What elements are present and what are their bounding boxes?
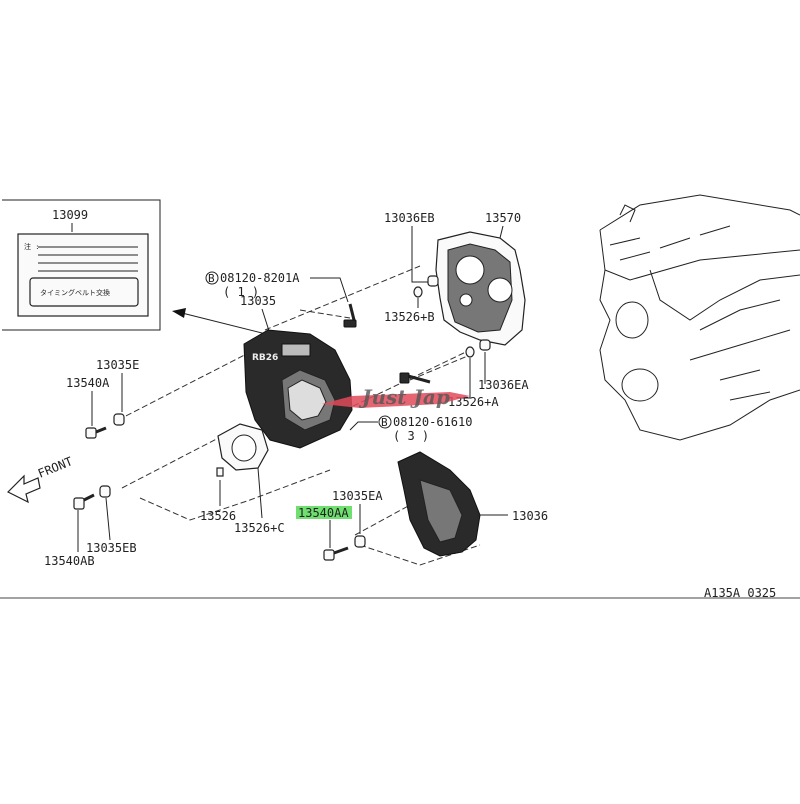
leader-08120-61610: [349, 421, 378, 431]
grommet-13035EB: [99, 485, 111, 498]
arrow-head-icon: [172, 308, 186, 318]
label-13540A: 13540A: [66, 376, 110, 390]
diagram-code: A135A 0325: [704, 586, 776, 600]
timing-belt-label-card: 注 : タイミングベルト交換: [17, 233, 149, 317]
label-13540AB: 13540AB: [44, 554, 95, 568]
label-13036EB: 13036EB: [384, 211, 435, 225]
seal-13526: [216, 467, 224, 477]
gasket-13526C: [217, 423, 269, 471]
leader-13526C: [257, 467, 263, 519]
washer-13526B: [413, 286, 423, 298]
label-13036EA: 13036EA: [478, 378, 529, 392]
label-13570: 13570: [485, 211, 521, 225]
label-08120-8201A-qty: ( 1 ): [223, 285, 259, 299]
front-arrow-icon: [6, 474, 41, 504]
label-08120-61610-qty: ( 3 ): [393, 429, 429, 443]
label-13035EA: 13035EA: [332, 489, 383, 503]
label-08120-61610: 08120-61610: [393, 415, 472, 429]
dash-line-2: [121, 431, 231, 489]
label-13099: 13099: [52, 208, 88, 222]
dash-line-1: [117, 345, 263, 421]
highlight-13540AA: [296, 506, 352, 519]
label-card-frame: [2, 199, 161, 331]
bolt-13540AB: [73, 493, 95, 510]
label-card-box-text: タイミングベルト交換: [40, 288, 110, 297]
label-13526: 13526: [200, 509, 236, 523]
label-13526A: 13526+A: [448, 395, 499, 409]
label-08120-8201A: 08120-8201A: [220, 271, 300, 285]
dash-line-6: [409, 354, 471, 381]
dash-line-8: [359, 544, 481, 566]
label-13036: 13036: [512, 509, 548, 523]
engine-block-outline: [599, 194, 800, 441]
bolt-marker-1: B: [208, 272, 215, 285]
bolt-marker-2: B: [381, 416, 388, 429]
lower-timing-cover-13036: [397, 451, 481, 557]
watermark-text: Just Jap: [358, 385, 450, 409]
bolt-08120-8201A: [343, 303, 357, 328]
dash-line-7: [139, 469, 331, 521]
grommet-13036EB: [427, 275, 439, 287]
grommet-13035EA: [354, 535, 366, 548]
bolt-marker-icon-2: [378, 415, 392, 429]
watermark-logo: Just Jap: [322, 385, 470, 409]
front-label: FRONT: [36, 454, 75, 481]
dash-line-5: [299, 309, 351, 319]
label-13035EB: 13035EB: [86, 541, 137, 555]
label-13526C: 13526+C: [234, 521, 285, 535]
bolt-13540AA: [323, 546, 349, 561]
cover-badge: RB26: [252, 353, 278, 363]
bolt-08120-61610: [399, 372, 431, 384]
label-13540AA: 13540AA: [298, 506, 349, 520]
leader-13570: [499, 225, 504, 239]
leader-13036EB: [411, 226, 428, 283]
bolt-13540A: [85, 426, 107, 439]
rear-timing-cover: [435, 231, 526, 346]
label-13035: 13035: [240, 294, 276, 308]
label-13035E: 13035E: [96, 358, 139, 372]
grommet-13036EA: [465, 339, 491, 358]
label-card-caution: 注 :: [24, 242, 39, 251]
leader-13526A: [460, 358, 471, 399]
leader-08120-8201A: [310, 277, 349, 303]
front-timing-cover-13035: RB26: [243, 329, 353, 449]
leader-13035EB: [105, 497, 111, 541]
dash-line-9: [354, 504, 411, 536]
label-13526B: 13526+B: [384, 310, 435, 324]
bolt-marker-icon: [205, 271, 219, 285]
dash-line-3: [264, 265, 421, 331]
grommet-13035E: [113, 413, 125, 426]
